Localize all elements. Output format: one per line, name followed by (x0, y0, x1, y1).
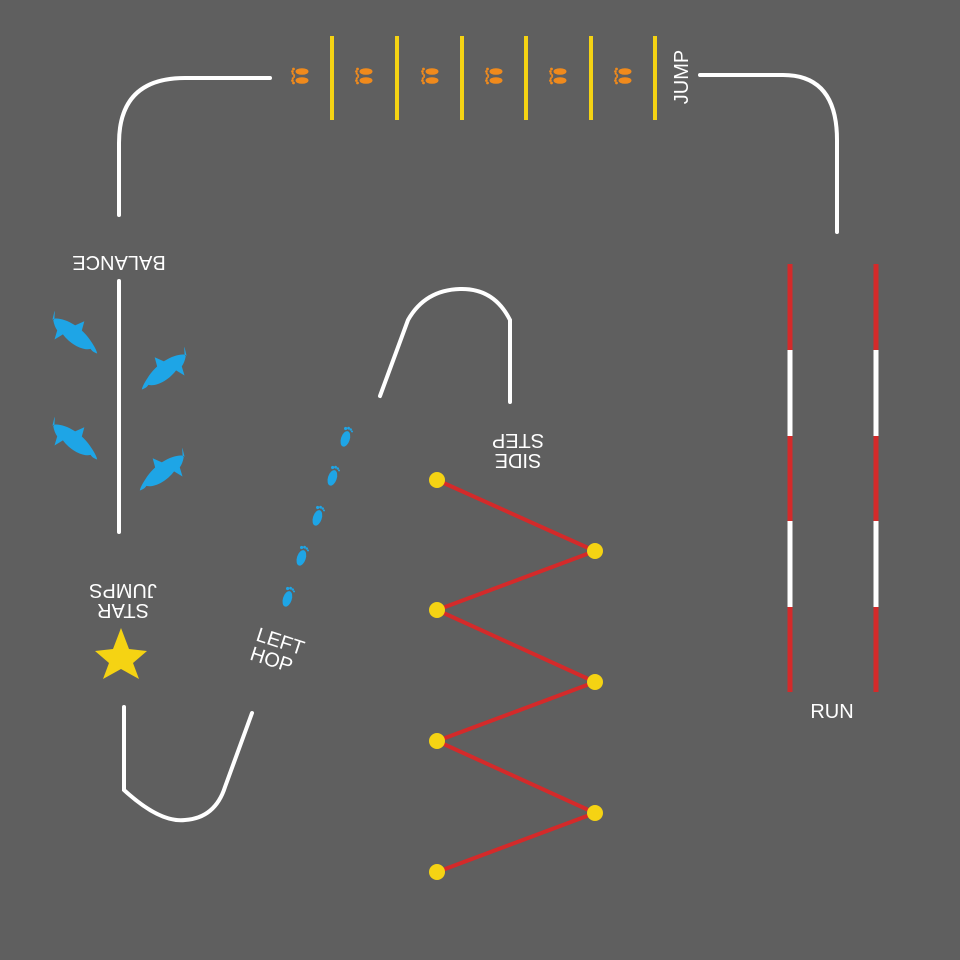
left-hop-footprints (280, 425, 355, 609)
zigzag-dot (429, 733, 445, 749)
zigzag-dot (587, 543, 603, 559)
single-footprint-icon (310, 504, 327, 528)
single-footprint-icon (280, 585, 297, 609)
zigzag-rope-segment (436, 478, 596, 553)
track-line-top-left (117, 76, 272, 217)
dolphin-icon (128, 440, 197, 502)
side-step-label-side: SIDE (494, 449, 542, 471)
zigzag-rope-segment (436, 680, 596, 743)
dolphin-icon (40, 303, 109, 365)
dolphin-icon (40, 409, 109, 471)
footprints-pair-icon (549, 67, 567, 85)
track-line-top-right (698, 73, 839, 234)
zigzag-dot (429, 864, 445, 880)
jump-label: JUMP (671, 49, 693, 105)
side-step-zigzag (429, 472, 603, 880)
zigzag-dot (587, 805, 603, 821)
dolphin-icon (130, 339, 199, 401)
zigzag-rope-segment (436, 608, 596, 684)
single-footprint-icon (338, 425, 355, 449)
footprints-pair-icon (485, 67, 503, 85)
star-jumps-label-star: STAR (97, 599, 149, 621)
track-line-bottom-u (122, 705, 254, 823)
footprints-pair-icon (614, 67, 632, 85)
jump-bars (330, 36, 657, 120)
zigzag-rope-segment (436, 739, 596, 815)
single-footprint-icon (294, 544, 311, 568)
zigzag-rope-segment (436, 549, 596, 612)
footprints-pair-icon (421, 67, 439, 85)
footprints-pair-icon (355, 67, 373, 85)
run-label: RUN (810, 701, 854, 723)
star-jumps-label-jumps: JUMPS (89, 579, 157, 601)
star-icon (95, 628, 147, 679)
single-footprint-icon (325, 464, 342, 488)
zigzag-rope-segment (436, 811, 596, 874)
side-step-label: SIDE STEP (478, 429, 558, 471)
star-jumps-label: STAR JUMPS (83, 579, 163, 621)
balance-label: BALANCE (72, 251, 166, 273)
run-lanes (787, 264, 879, 692)
zigzag-dot (429, 472, 445, 488)
side-step-label-step: STEP (491, 429, 545, 451)
track-line-middle-arch (378, 286, 512, 404)
zigzag-dot (587, 674, 603, 690)
footprints-pair-icon (291, 67, 309, 85)
jump-zone (291, 36, 657, 120)
track-lines (117, 73, 839, 823)
zigzag-dot (429, 602, 445, 618)
